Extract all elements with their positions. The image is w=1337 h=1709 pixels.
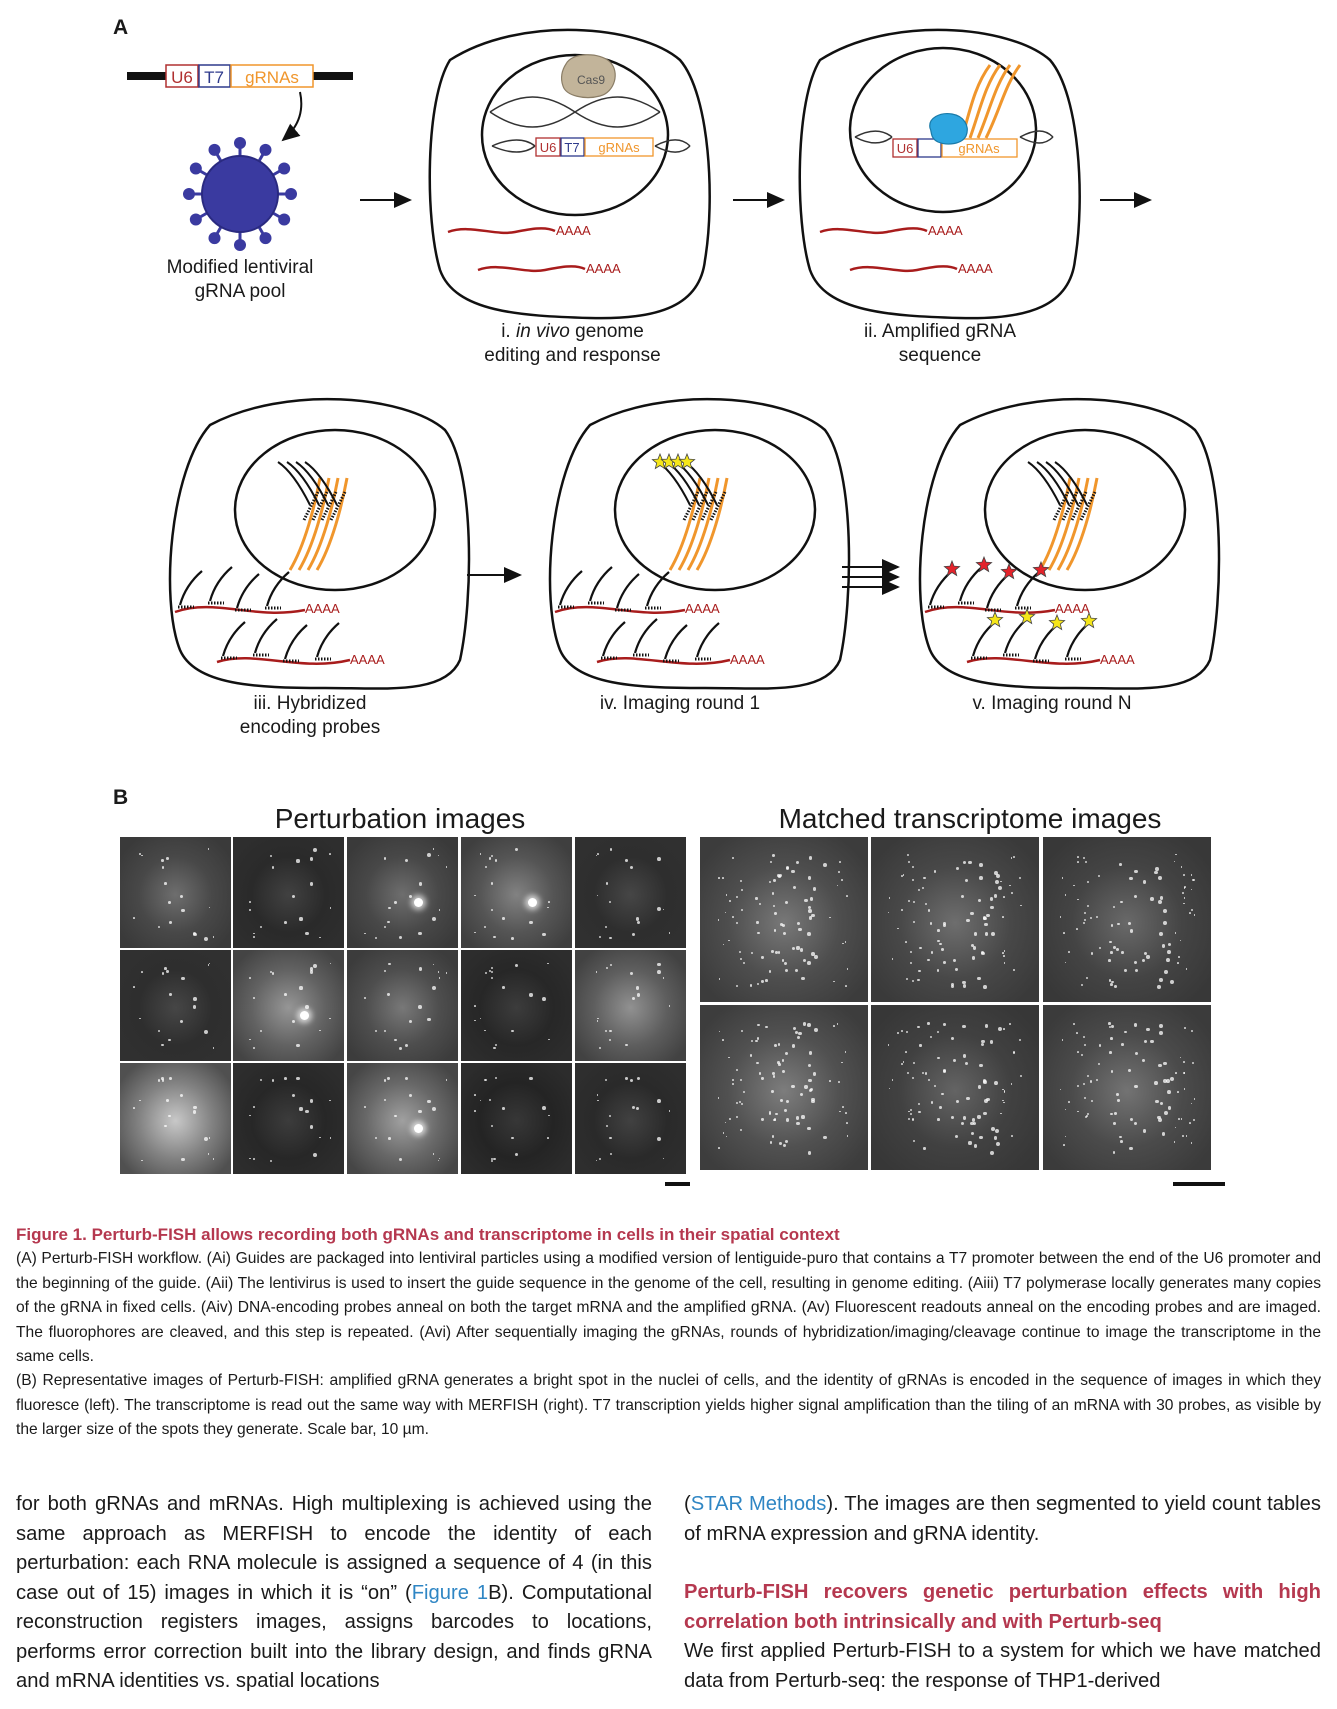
u6-label: U6 [171,68,193,87]
svg-text:AAAA: AAAA [958,261,993,276]
svg-text:AAAA: AAAA [556,223,591,238]
grna-construct: U6 T7 gRNAs [127,64,353,88]
step-iv-label: iv. Imaging round 1 [599,693,761,714]
grnas-label: gRNAs [245,68,299,87]
star-methods-link[interactable]: STAR Methods [690,1493,827,1515]
perturbation-image-r2-c2 [233,950,344,1061]
body-right-para: We first applied Perturb-FISH to a syste… [684,1640,1321,1692]
perturbation-image-r3-c1 [120,1063,231,1174]
scale-bar-left [665,1182,690,1186]
perturbation-image-r1-c3 [347,837,458,948]
figure-caption: Figure 1. Perturb-FISH allows recording … [16,1223,1321,1443]
svg-text:U6: U6 [540,140,557,155]
svg-text:gRNAs: gRNAs [958,141,1000,156]
perturbation-image-r3-c5 [575,1063,686,1174]
cell-v: AAAA AAAA [918,397,1221,690]
panel-b-letter: B [113,786,129,809]
svg-text:AAAA: AAAA [305,601,340,616]
perturbation-image-r1-c2 [233,837,344,948]
cell-iv: AAAA AAAA [548,397,851,690]
cas9-icon [560,54,616,99]
transcriptome-image-r1-c3 [1043,837,1211,1002]
perturbation-image-r2-c1 [120,950,231,1061]
perturbation-images-title: Perturbation images [274,803,526,834]
svg-text:AAAA: AAAA [730,652,765,667]
svg-text:AAAA: AAAA [1055,601,1090,616]
svg-text:U6: U6 [897,141,914,156]
svg-text:T7: T7 [564,140,579,155]
triple-arrow [842,559,900,595]
svg-text:AAAA: AAAA [586,261,621,276]
scale-bar-right [1173,1182,1225,1186]
caption-para-a: (A) Perturb-FISH workflow. (Ai) Guides a… [16,1250,1321,1366]
caption-para-b: (B) Representative images of Perturb-FIS… [16,1372,1321,1439]
perturbation-image-r2-c3 [347,950,458,1061]
svg-text:AAAA: AAAA [1100,652,1135,667]
transcriptome-image-r2-c2 [871,1005,1039,1170]
transcriptome-image-r2-c1 [700,1005,868,1170]
svg-text:AAAA: AAAA [350,652,385,667]
caption-title: Figure 1. Perturb-FISH allows recording … [16,1225,840,1244]
cell-iii: AAAA AAAA [168,397,471,690]
svg-text:gRNAs: gRNAs [598,140,640,155]
body-right-column: (STAR Methods). The images are then segm… [684,1490,1321,1696]
transcriptome-image-r1-c1 [700,837,868,1002]
step-v-label: v. Imaging round N [972,693,1132,714]
transcriptome-image-r2-c3 [1043,1005,1211,1170]
transcriptome-image-r1-c2 [871,837,1039,1002]
perturbation-image-r1-c5 [575,837,686,948]
curved-arrow [281,91,303,142]
figure-1-link[interactable]: Figure 1 [411,1581,489,1604]
perturbation-image-r2-c4 [461,950,572,1061]
cell-ii: U6 gRNAs AAAA AAAA [798,28,1081,320]
perturbation-image-r1-c1 [120,837,231,948]
perturbation-image-r2-c5 [575,950,686,1061]
perturbation-image-r3-c2 [233,1063,344,1174]
perturbation-image-r3-c4 [461,1063,572,1174]
section-subhead: Perturb-FISH recovers genetic perturbati… [684,1581,1321,1633]
svg-text:AAAA: AAAA [928,223,963,238]
svg-text:AAAA: AAAA [685,601,720,616]
cas9-label: Cas9 [577,73,605,87]
body-left-column: for both gRNAs and mRNAs. High multiplex… [16,1493,652,1692]
cell-i: U6 T7 gRNAs Cas9 AAAA AAAA [428,28,711,320]
t7-label: T7 [204,68,224,87]
perturbation-image-r1-c4 [461,837,572,948]
workflow-diagram: U6 T7 gRNAs U6 T7 gRNAs Cas9 AAAA AAAA [127,28,1221,690]
t7-polymerase-icon [929,113,968,145]
panel-a-letter: A [113,16,129,39]
perturbation-image-r3-c3 [347,1063,458,1174]
lentivirus-icon [183,137,297,251]
transcriptome-images-title: Matched transcriptome images [778,803,1162,834]
step-i-label: i. in vivo genome editing and response [484,321,661,366]
